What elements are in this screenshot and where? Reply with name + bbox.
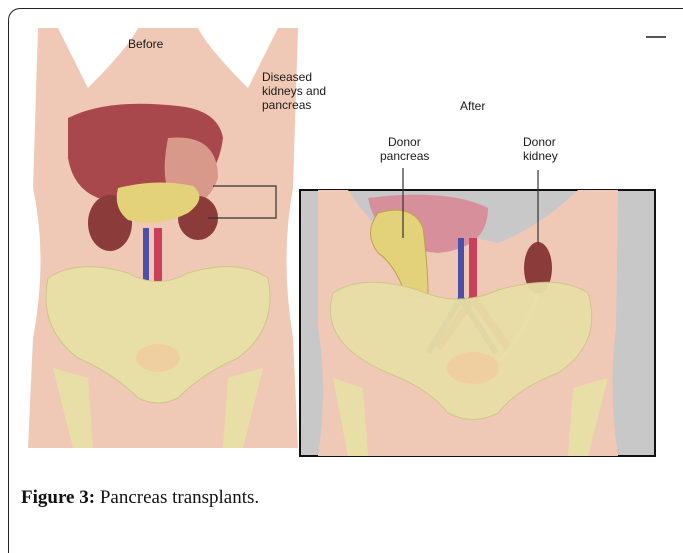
before-torso [28, 28, 298, 448]
after-inset [300, 190, 655, 456]
label-diseased-1: Diseased [262, 70, 312, 84]
label-diseased-3: pancreas [262, 98, 311, 112]
caption-label: Figure 3: [21, 487, 95, 508]
transplant-illustration: Before Diseased kidneys and pancreas Aft… [18, 28, 668, 458]
figure-caption: Figure 3: Pancreas transplants. [21, 487, 259, 509]
caption-text: Pancreas transplants. [100, 487, 259, 508]
label-donor-pancreas-1: Donor [388, 135, 421, 149]
label-after: After [460, 99, 485, 113]
label-donor-pancreas-2: pancreas [380, 149, 429, 163]
label-before: Before [128, 37, 164, 51]
label-donor-kidney-1: Donor [523, 135, 556, 149]
label-donor-kidney-2: kidney [523, 149, 558, 163]
label-diseased-2: kidneys and [262, 84, 326, 98]
